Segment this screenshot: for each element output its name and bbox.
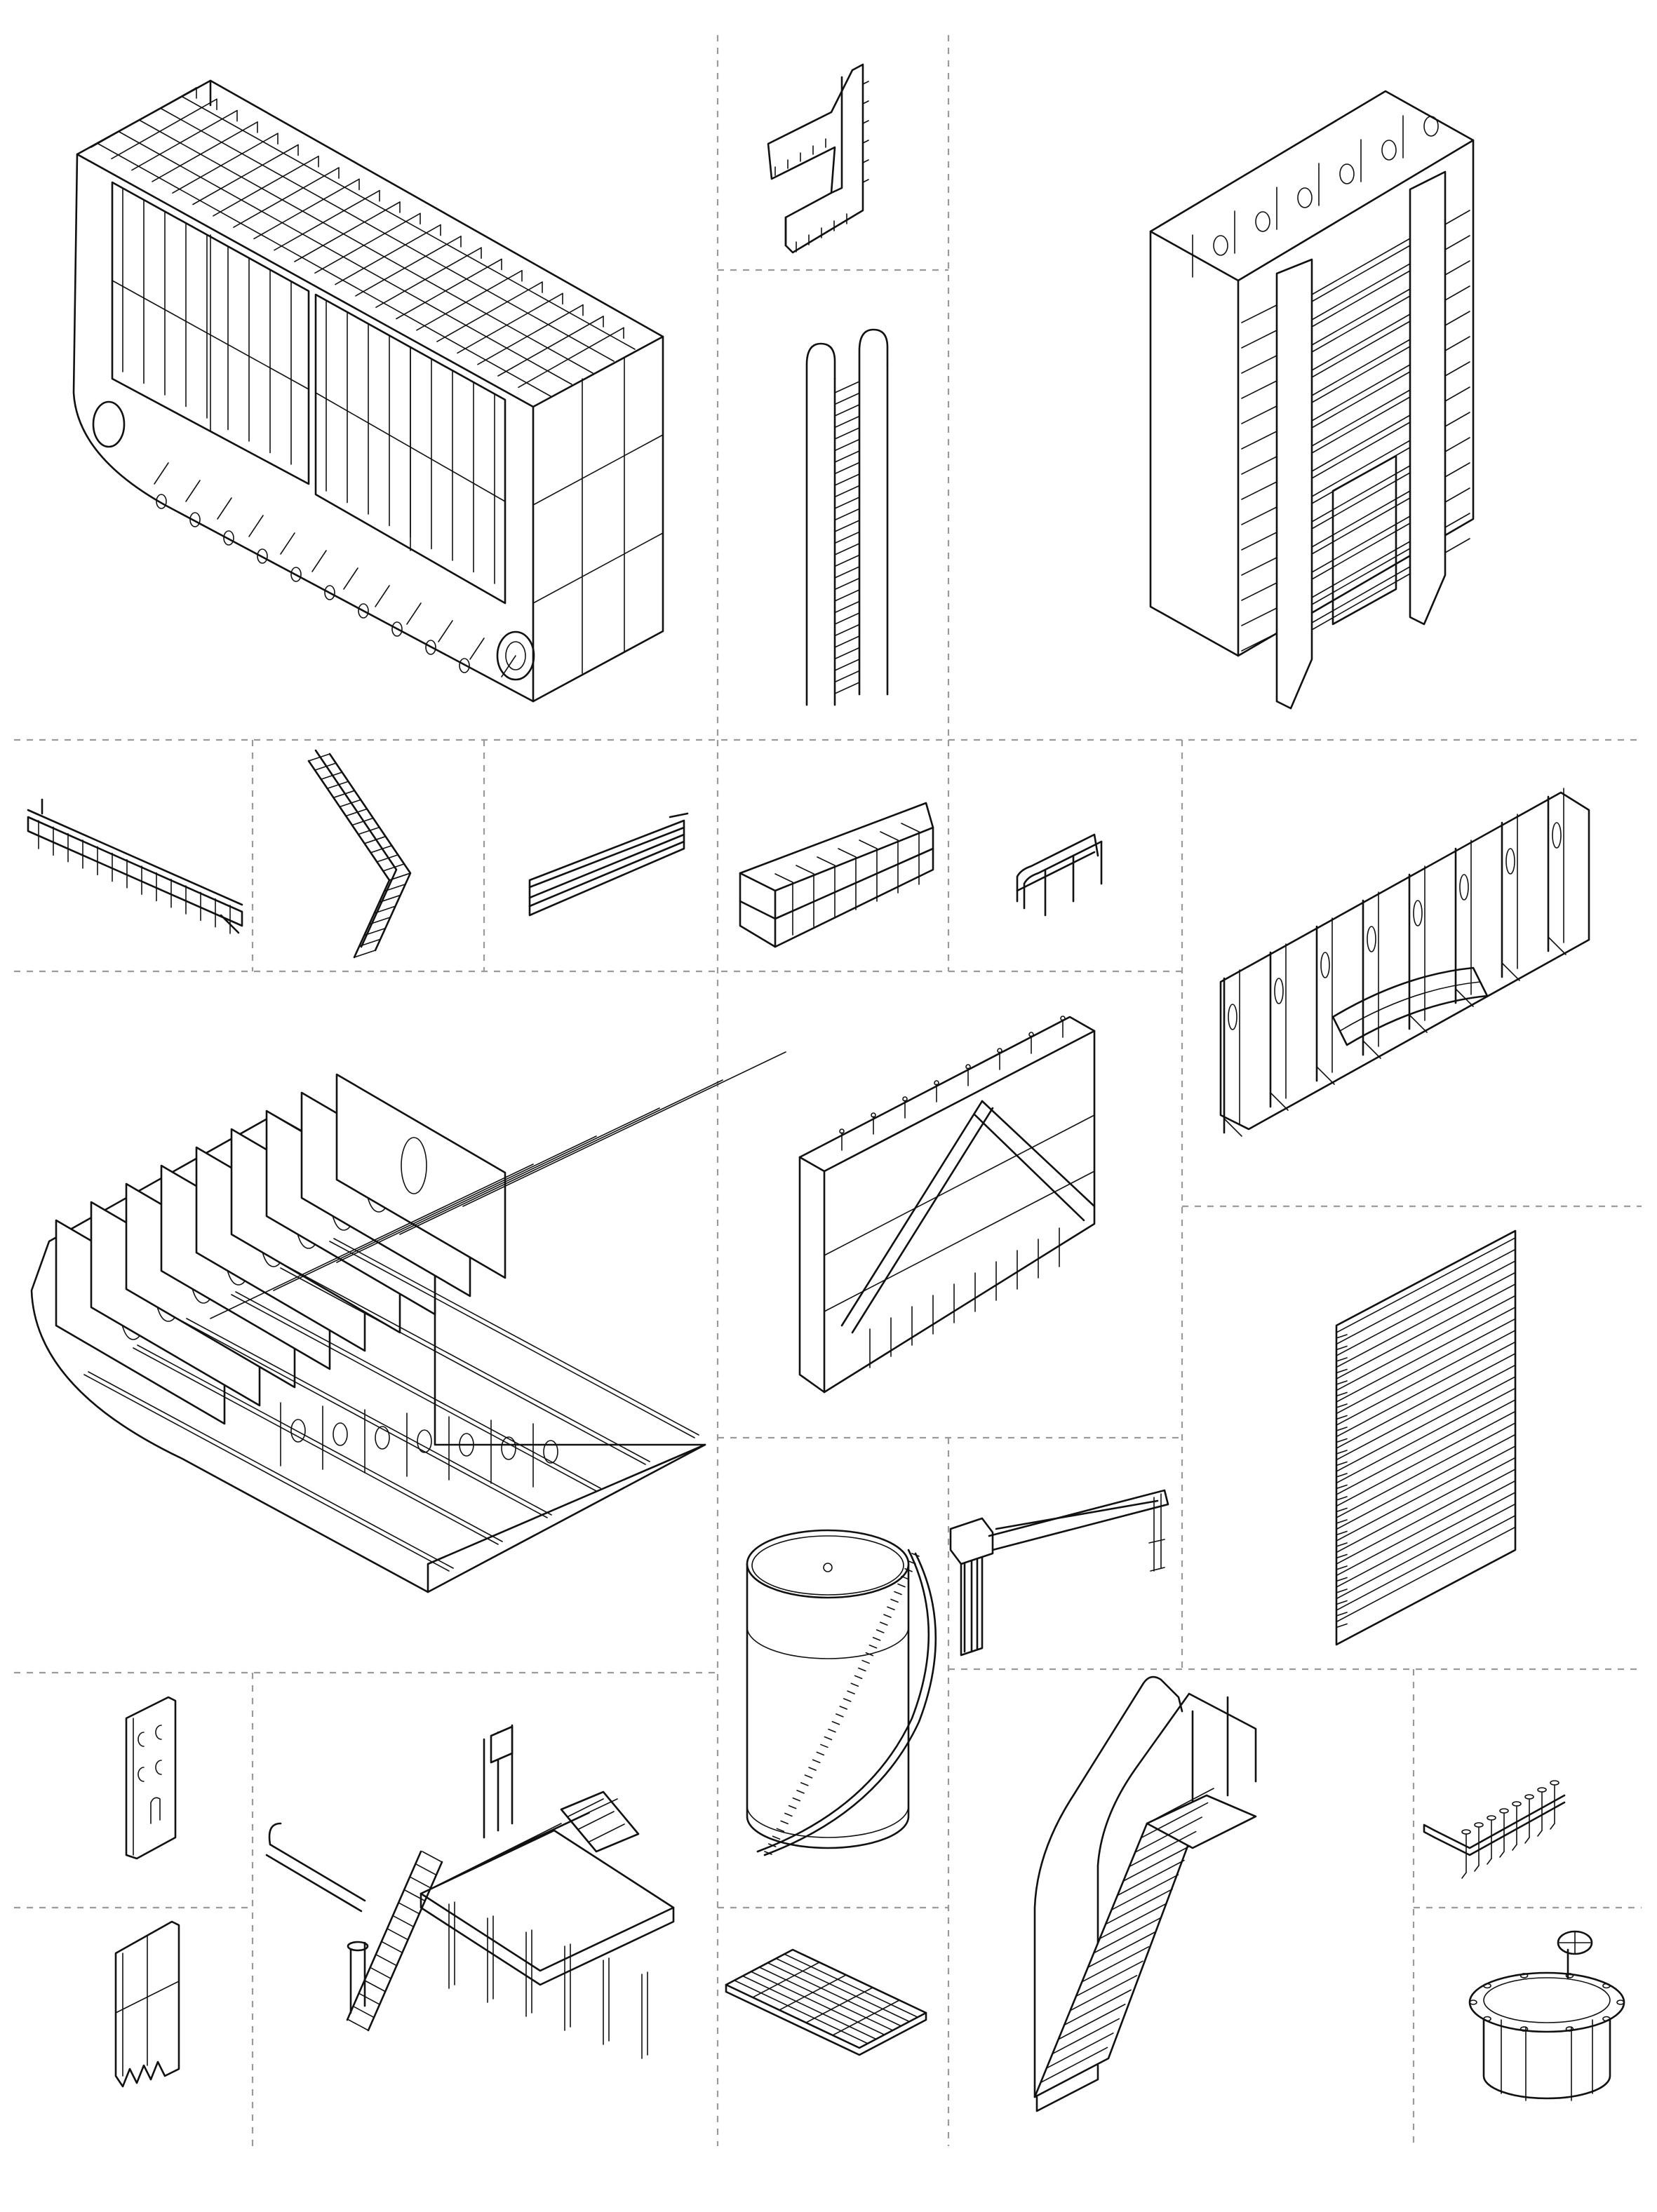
tank-icon: [746, 1529, 937, 1856]
corrugated-strip-icon: [528, 812, 689, 917]
valve-manifold-icon: [1423, 1780, 1566, 1879]
grating-icon: [725, 1948, 927, 2056]
web-frame-icon: [1149, 90, 1475, 710]
flat-plate-icon: [114, 1920, 180, 2088]
hatch-icon: [1468, 1930, 1625, 2101]
bracket-icon: [767, 63, 869, 254]
girder-icon: [739, 802, 934, 948]
ladder-icon: [805, 328, 889, 706]
bottom-structure-icon: [30, 1051, 786, 1593]
crane-icon: [949, 1489, 1169, 1657]
handrail-icon: [1016, 833, 1103, 917]
floor-plate-icon: [125, 1696, 177, 1860]
stair-icon: [1033, 1675, 1257, 2112]
inclined-ladder-icon: [307, 749, 412, 959]
panel-grid: [14, 35, 1642, 2146]
corrugated-bulkhead-icon: [1335, 1229, 1517, 1646]
hull-block-icon: [72, 79, 664, 703]
catwalk-icon: [27, 798, 243, 934]
braced-frame-icon: [798, 1016, 1096, 1394]
manifold-platform-icon: [265, 1724, 675, 2059]
bulkhead-icon: [1219, 788, 1590, 1137]
